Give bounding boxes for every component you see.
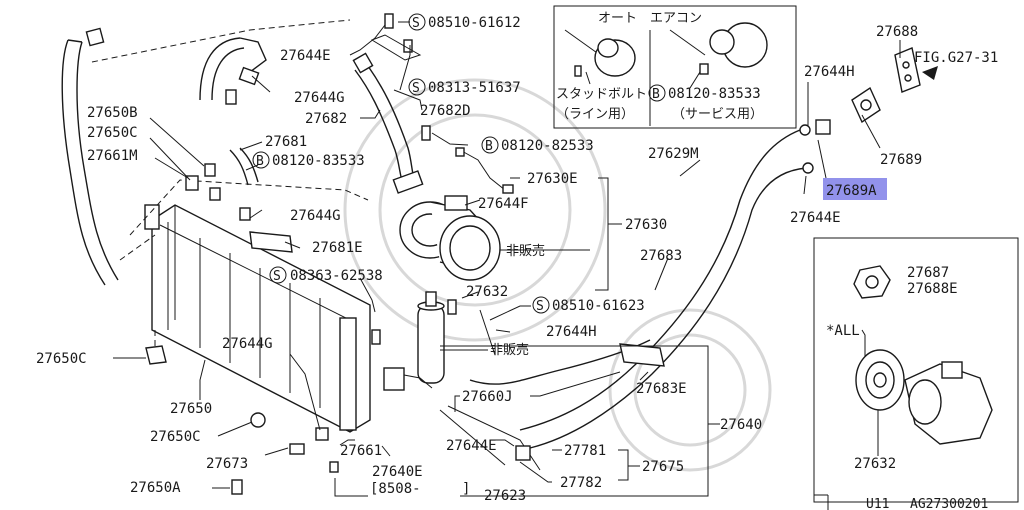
label-27688: 27688 — [876, 24, 918, 40]
label-27661M: 27661M — [87, 148, 138, 164]
right-fittings — [851, 47, 938, 124]
label-27650: 27650 — [170, 401, 212, 417]
label-27632-main: 27632 — [466, 284, 508, 300]
label-auto-aircon: オート エアコン — [598, 11, 702, 26]
circle-marks — [252, 13, 666, 314]
label-27681E: 27681E — [312, 240, 363, 256]
label-line-use: （ライン用） — [556, 107, 634, 122]
circle-s-3: S — [273, 269, 281, 284]
label-27644H-right: 27644H — [804, 64, 855, 80]
highlight-27689A — [823, 178, 887, 200]
label-27782: 27782 — [560, 475, 602, 491]
label-27660J: 27660J — [462, 389, 513, 405]
leader-lines — [113, 21, 901, 497]
label-27644H-mid: 27644H — [546, 324, 597, 340]
label-08363-62538: 08363-62538 — [290, 268, 383, 284]
inset-auto-aircon — [553, 5, 797, 129]
label-08120-83533-main: 08120-83533 — [272, 153, 365, 169]
label-08313-51637: 08313-51637 — [428, 80, 521, 96]
figure-code: AG27300201 — [910, 497, 988, 510]
label-27687: 27687 — [907, 265, 949, 281]
label-27644G-mid: 27644G — [290, 208, 341, 224]
label-27650A: 27650A — [130, 480, 181, 496]
label-27689: 27689 — [880, 152, 922, 168]
compressor-27630 — [399, 195, 501, 281]
label-stud-bolt: スタッドボルト — [556, 87, 647, 102]
label-27644E-right: 27644E — [790, 210, 841, 226]
label-27644E-low: 27644E — [446, 438, 497, 454]
label-27623: 27623 — [484, 488, 526, 504]
label-27689A: 27689A — [826, 183, 877, 199]
label-27688E: 27688E — [907, 281, 958, 297]
circle-s-4: S — [536, 299, 544, 314]
condenser-mounts — [145, 147, 405, 495]
circle-s-1: S — [412, 16, 420, 31]
label-08120-82533: 08120-82533 — [501, 138, 594, 154]
inset-right-box — [813, 237, 1019, 510]
label-27640E: 27640E — [372, 464, 423, 480]
label-all: *ALL — [826, 323, 860, 339]
circle-b-2: B — [256, 154, 264, 169]
label-27630E: 27630E — [527, 171, 578, 187]
label-27661: 27661 — [340, 443, 382, 459]
label-27683E: 27683E — [636, 381, 687, 397]
label-27650C-low: 27650C — [150, 429, 201, 445]
label-bracket-8508: [8508- — [370, 481, 421, 497]
circle-b-3: B — [652, 87, 660, 102]
label-27629M: 27629M — [648, 146, 699, 162]
label-08120-83533-inset: 08120-83533 — [668, 86, 761, 102]
hose-27682-area — [61, 19, 424, 286]
receiver-drier-27640 — [403, 291, 457, 389]
label-27640: 27640 — [720, 417, 762, 433]
condenser-27650 — [119, 179, 371, 433]
label-service-use: （サービス用） — [672, 107, 763, 122]
label-fig-ref: FIG.G27-31 — [914, 50, 998, 66]
label-27781: 27781 — [564, 443, 606, 459]
label-27683: 27683 — [640, 248, 682, 264]
page-code: U11 — [866, 497, 889, 510]
label-bracket-close: ] — [462, 481, 470, 497]
label-27644G-low: 27644G — [222, 336, 273, 352]
pipe-27683 — [439, 119, 831, 471]
label-27644E-top: 27644E — [280, 48, 331, 64]
label-27644G-top: 27644G — [294, 90, 345, 106]
label-27650B: 27650B — [87, 105, 138, 121]
label-08510-61623: 08510-61623 — [552, 298, 645, 314]
label-27682: 27682 — [305, 111, 347, 127]
label-27650C-top: 27650C — [87, 125, 138, 141]
label-27673: 27673 — [206, 456, 248, 472]
label-27675: 27675 — [642, 459, 684, 475]
top-hardware — [370, 13, 514, 194]
label-27682D: 27682D — [420, 103, 471, 119]
label-27650C-left: 27650C — [36, 351, 87, 367]
label-08510-61612: 08510-61612 — [428, 15, 521, 31]
circle-b-1: B — [485, 139, 493, 154]
label-27681: 27681 — [265, 134, 307, 150]
label-not-sold-1: 非販売 — [506, 243, 545, 259]
label-27644F: 27644F — [478, 196, 529, 212]
circle-s-2: S — [412, 81, 420, 96]
label-27632-inset: 27632 — [854, 456, 896, 472]
label-27630: 27630 — [625, 217, 667, 233]
label-not-sold-2: 非販売 — [490, 342, 529, 358]
